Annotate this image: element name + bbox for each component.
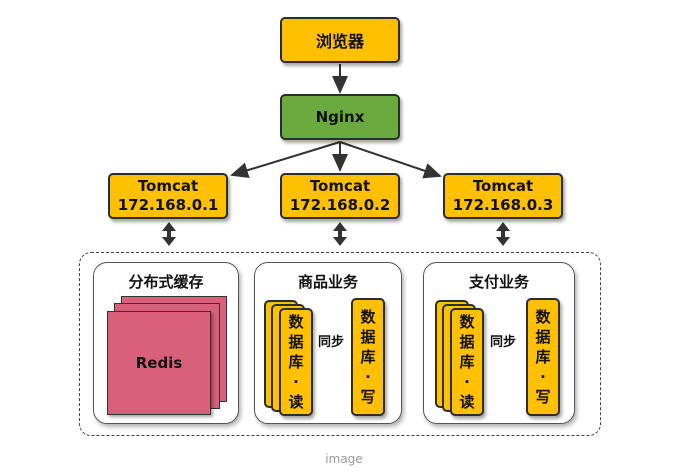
pay-db-read: 数 据 库 · 读 <box>450 308 484 416</box>
arrow-nginx-tomcat1 <box>230 141 341 178</box>
tomcat-box-3: Tomcat 172.168.0.3 <box>443 173 563 219</box>
browser-label: 浏览器 <box>315 32 364 51</box>
tomcat-ip: 172.168.0.1 <box>117 196 219 214</box>
browser-box: 浏览器 <box>280 17 400 63</box>
tomcat-ip: 172.168.0.2 <box>289 196 391 214</box>
goods-db-read: 数 据 库 · 读 <box>279 308 313 416</box>
redis-label: Redis <box>135 354 183 372</box>
tomcat-box-2: Tomcat 172.168.0.2 <box>280 173 400 219</box>
tomcat-name: Tomcat <box>137 177 199 195</box>
double-arrow-2 <box>333 222 347 246</box>
goods-db-write: 数 据 库 · 写 <box>351 298 385 416</box>
tomcat-name: Tomcat <box>472 177 534 195</box>
redis-block: Redis <box>107 311 211 415</box>
tomcat-name: Tomcat <box>309 177 371 195</box>
cache-title: 分布式缓存 <box>128 273 204 291</box>
tomcat-box-1: Tomcat 172.168.0.1 <box>108 173 228 219</box>
double-arrow-3 <box>496 222 510 246</box>
goods-sync-label: 同步 <box>318 335 345 350</box>
tomcat-ip: 172.168.0.3 <box>452 196 554 214</box>
nginx-label: Nginx <box>315 108 365 126</box>
pay-title: 支付业务 <box>468 273 529 291</box>
pay-db-write: 数 据 库 · 写 <box>526 298 560 416</box>
pay-sync-label: 同步 <box>490 335 517 350</box>
goods-title: 商品业务 <box>297 273 358 291</box>
image-caption: image <box>325 452 363 466</box>
backend-group <box>79 252 601 436</box>
nginx-box: Nginx <box>280 94 400 140</box>
arrow-nginx-tomcat3 <box>339 141 442 179</box>
double-arrow-1 <box>162 222 176 246</box>
